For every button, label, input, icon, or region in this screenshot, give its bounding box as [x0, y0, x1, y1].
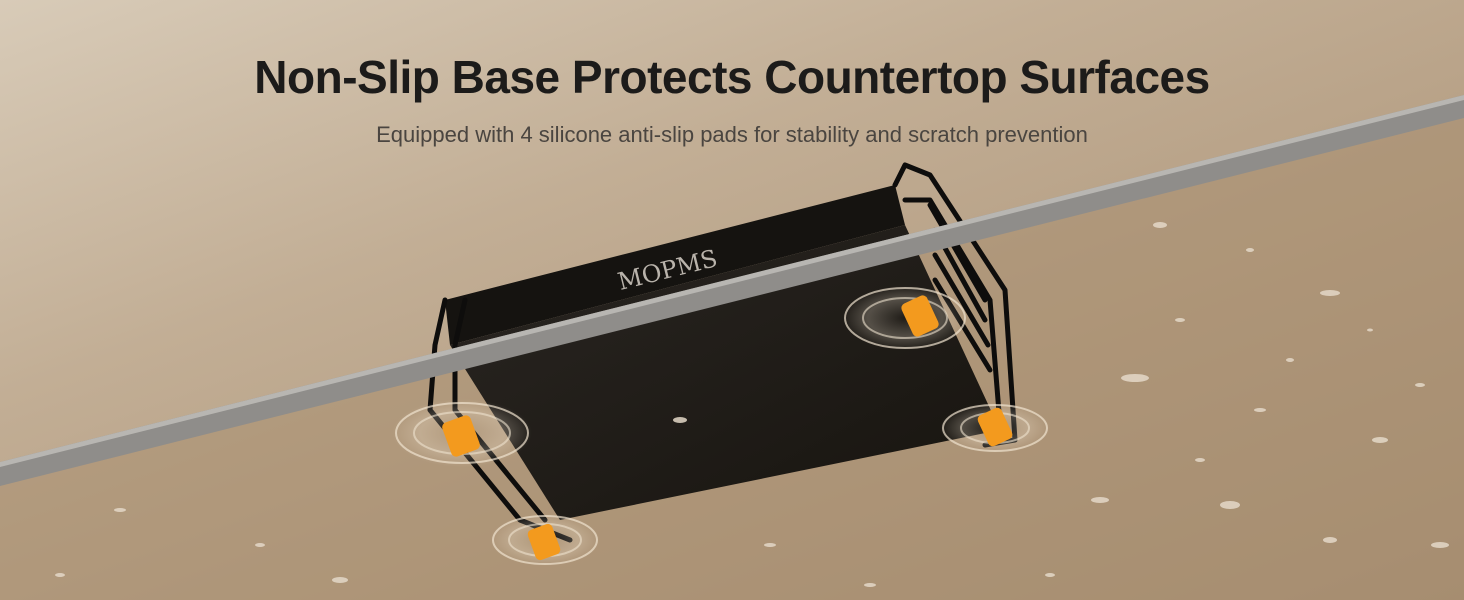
anti-slip-pad-icon	[843, 286, 967, 350]
page-title: Non-Slip Base Protects Countertop Surfac…	[254, 51, 1210, 103]
anti-slip-pad-icon	[392, 399, 532, 467]
water-droplet-icon	[55, 222, 1449, 587]
anti-slip-pad-icon	[490, 514, 600, 566]
anti-slip-pad-icon	[940, 403, 1050, 453]
countertop-edge-highlight	[0, 95, 1464, 467]
page-subtitle: Equipped with 4 silicone anti-slip pads …	[376, 122, 1088, 147]
countertop-edge	[0, 95, 1464, 486]
tray-back-wall	[445, 185, 905, 345]
